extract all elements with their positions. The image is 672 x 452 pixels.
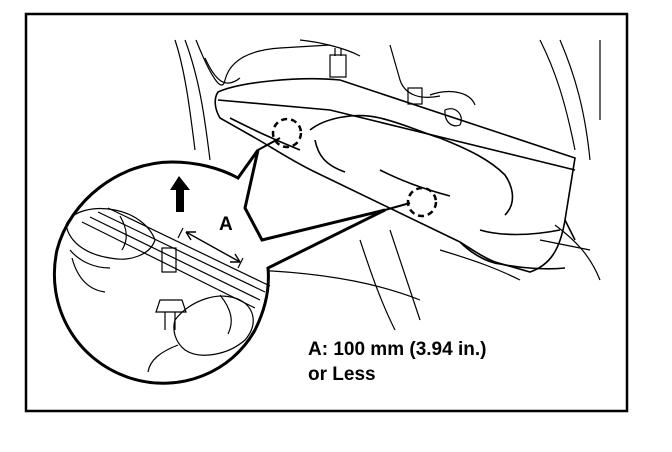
- spec-line-1: A: 100 mm (3.94 in.): [308, 339, 486, 360]
- dashed-circle-icon: [271, 117, 303, 149]
- seat-cushion: [214, 77, 576, 273]
- detail-callout: [52, 137, 411, 385]
- diagram-frame: [24, 12, 629, 413]
- clip-locations: [271, 117, 438, 218]
- up-arrow-icon: [170, 176, 190, 212]
- detail-hands-and-frame: [65, 207, 271, 373]
- dashed-circle-icon: [406, 186, 438, 218]
- dimension-label-a: A: [219, 214, 233, 235]
- headrest-posts: [329, 48, 462, 127]
- vehicle-interior: [174, 39, 601, 331]
- spec-line-2: or Less: [308, 364, 376, 385]
